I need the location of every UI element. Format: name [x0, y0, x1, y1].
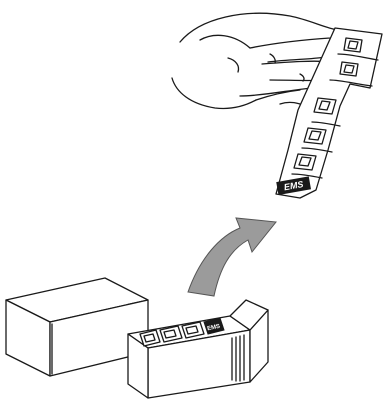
pill-cell-2 — [340, 62, 358, 76]
direction-arrow — [188, 218, 276, 296]
pill-cell-1 — [344, 38, 362, 52]
pill-box — [6, 278, 148, 376]
pill-cell-5 — [294, 154, 316, 170]
pill-cell-4 — [304, 128, 326, 144]
pill-cell-3 — [314, 98, 336, 114]
